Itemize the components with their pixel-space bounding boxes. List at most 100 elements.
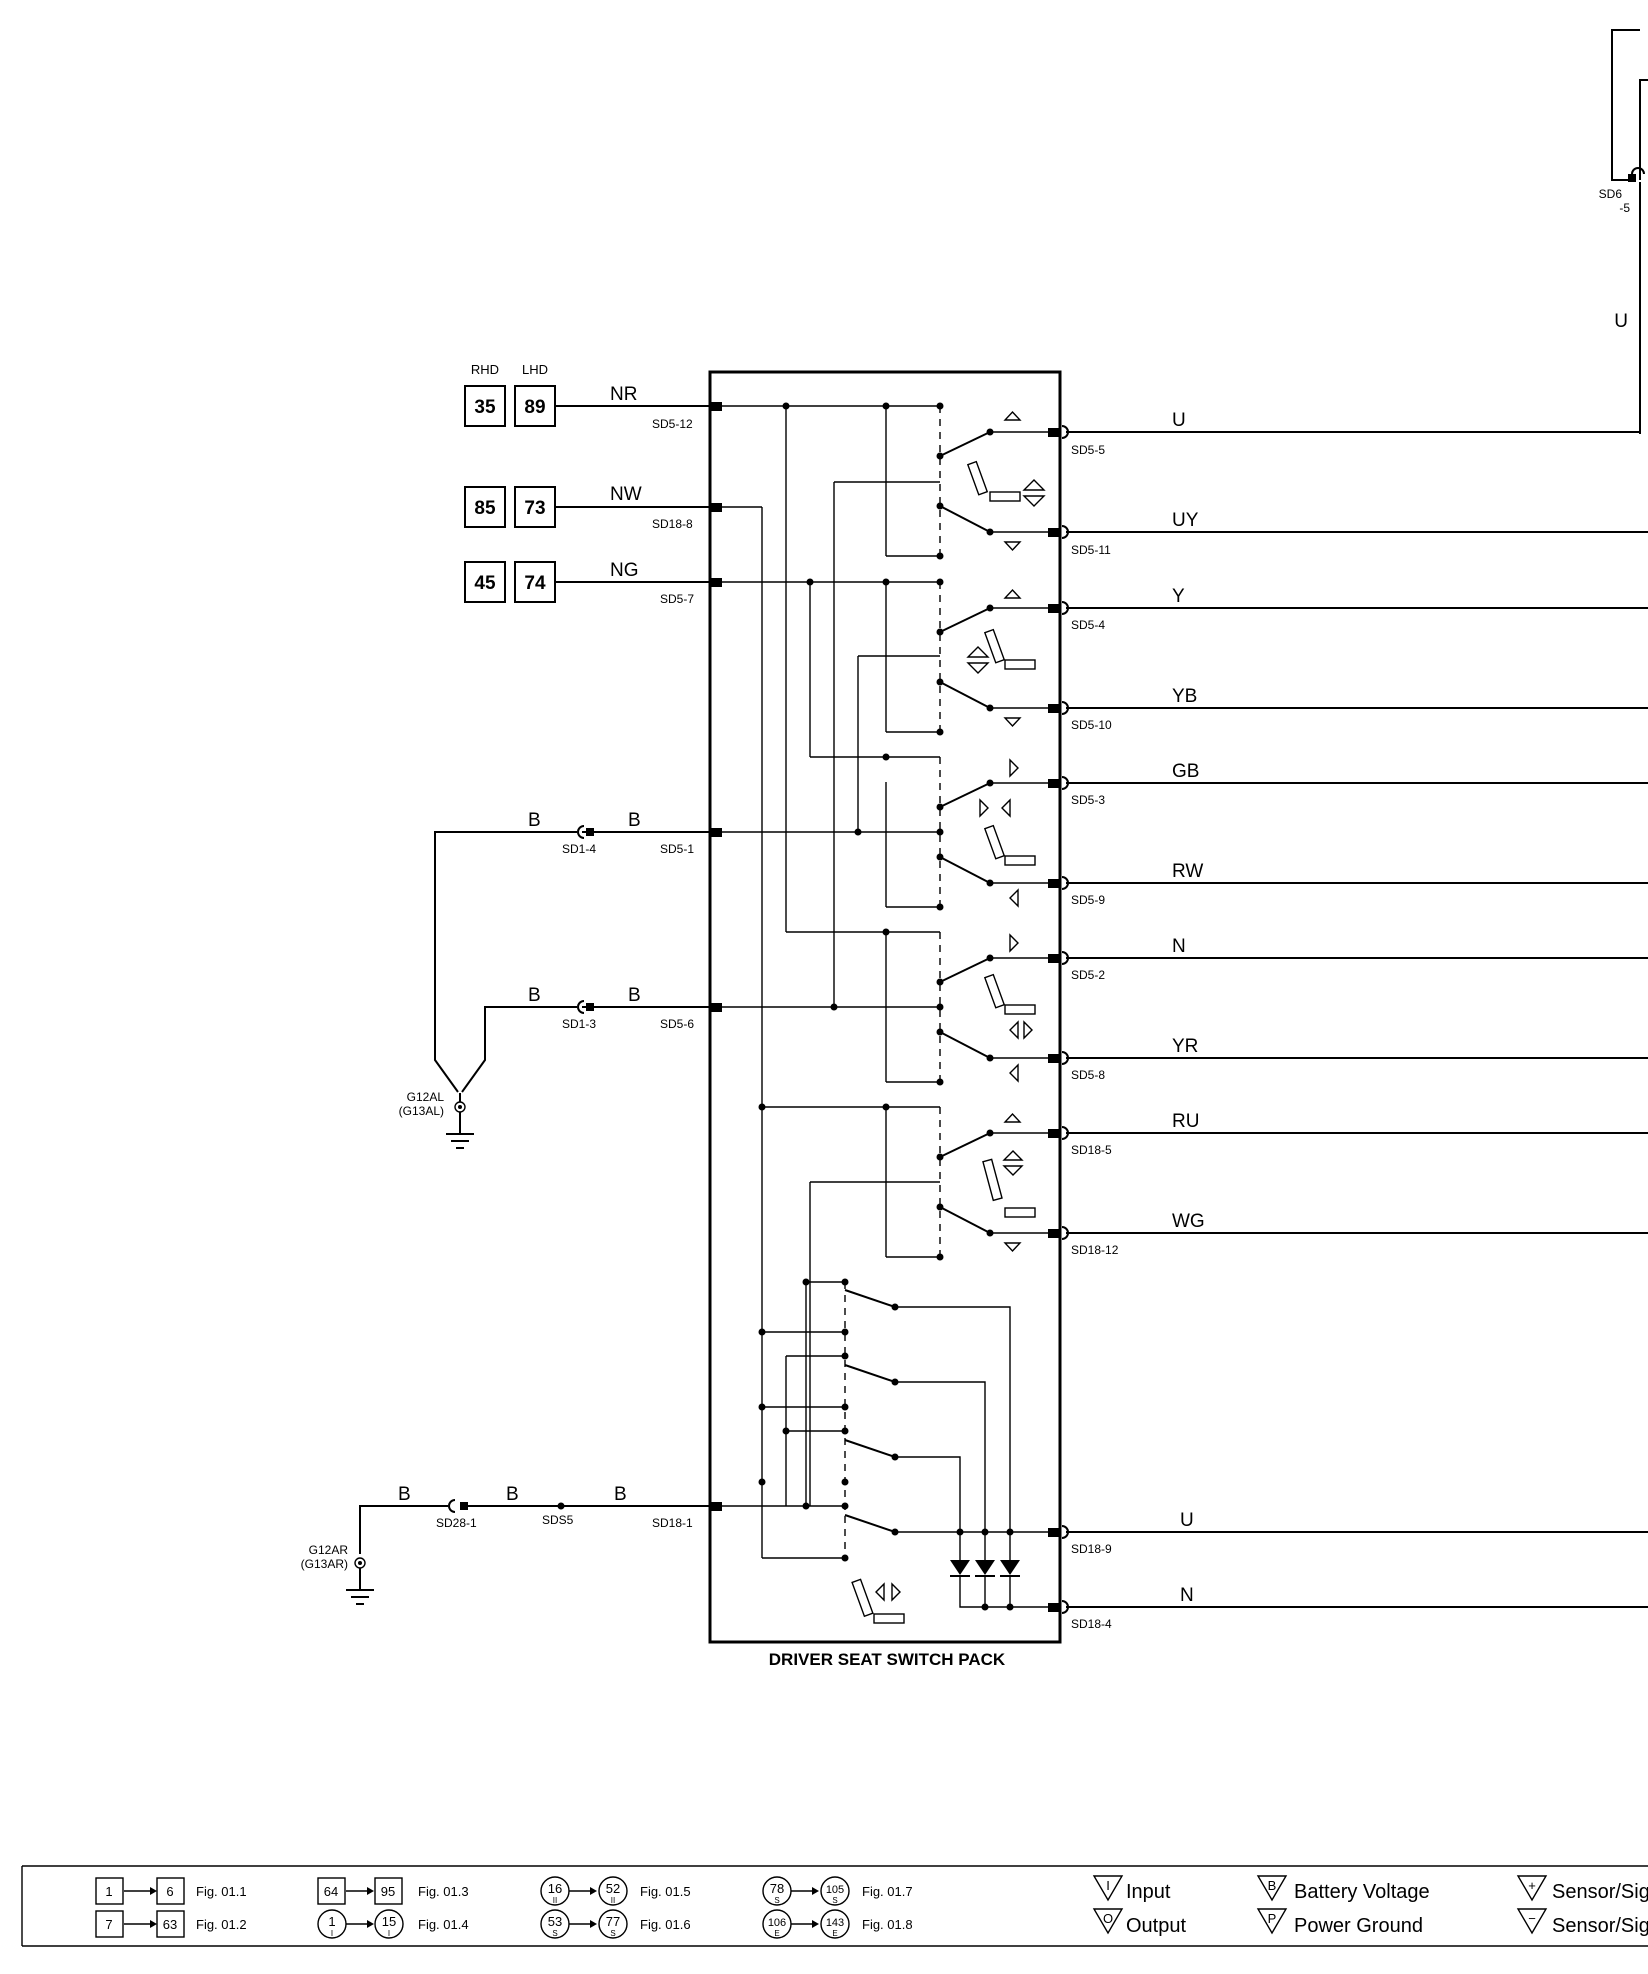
- ground-label: G12AL: [407, 1090, 445, 1104]
- legend-fig: Fig. 01.5: [640, 1884, 691, 1899]
- switch-section: [936, 932, 1060, 1086]
- legend-fig: Fig. 01.7: [862, 1884, 913, 1899]
- legend-key-label: Input: [1126, 1881, 1171, 1903]
- output-wire: WG SD18-12: [1061, 1211, 1648, 1257]
- legend-from: 1: [328, 1914, 335, 1929]
- rhd-label: RHD: [471, 362, 499, 377]
- connector-label: SD5-3: [1071, 793, 1105, 807]
- wire-color-label: B: [506, 1484, 519, 1505]
- legend-fig-ref: 16 52 II II Fig. 01.5: [540, 1876, 691, 1906]
- output-wire: GB SD5-3: [1061, 761, 1648, 807]
- legend-sub: S: [610, 1929, 615, 1938]
- legend-key-symbol: O: [1103, 1911, 1113, 1926]
- sensor-signal-plus-icon: [1516, 1875, 1548, 1902]
- ground-label: (G13AL): [399, 1104, 444, 1118]
- switch-pack: DRIVER SEAT SWITCH PACK: [708, 370, 1062, 1669]
- legend-sub: E: [774, 1929, 779, 1938]
- legend-sub: I: [388, 1929, 390, 1938]
- legend-fig-ref: 106 143 E E Fig. 01.8: [762, 1909, 913, 1939]
- fig-box-number[interactable]: 74: [524, 573, 546, 594]
- legend-key-label: Battery Voltage: [1294, 1881, 1430, 1903]
- legend: 1 6 Fig. 01.1 7 63 Fig. 01.2 64 95 Fig. …: [21, 1865, 1648, 1947]
- legend-key-label: Power Ground: [1294, 1915, 1423, 1937]
- wire-color-label: B: [398, 1484, 411, 1505]
- legend-sub: S: [552, 1929, 557, 1938]
- connector-label: SD18-1: [652, 1516, 693, 1530]
- legend-sub: E: [832, 1929, 837, 1938]
- legend-to: 105: [826, 1884, 844, 1896]
- output-wire: UY SD5-11: [1061, 510, 1648, 557]
- wire-color-label: B: [628, 810, 641, 831]
- seat-icon: [982, 1112, 1036, 1253]
- legend-key-symbol: I: [1106, 1878, 1110, 1893]
- connector-label: SD5-7: [660, 592, 694, 606]
- output-wire: YR SD5-8: [1061, 1036, 1648, 1082]
- legend-sub: II: [611, 1896, 615, 1905]
- ground-label: G12AR: [309, 1543, 349, 1557]
- legend-sub: I: [331, 1929, 333, 1938]
- connector-label: SD5-12: [652, 417, 693, 431]
- wire-color-label: Y: [1172, 586, 1185, 607]
- connector-label: SD5-9: [1071, 893, 1105, 907]
- fig-box-number[interactable]: 73: [524, 498, 545, 519]
- legend-fig-ref: 7 63 Fig. 01.2: [95, 1910, 247, 1938]
- legend-key: O Output: [1092, 1908, 1186, 1937]
- wire-color-label: GB: [1172, 761, 1199, 782]
- legend-fig-ref: 64 95 Fig. 01.3: [317, 1877, 469, 1905]
- legend-to: 63: [163, 1917, 177, 1932]
- ground-label: (G13AR): [301, 1557, 348, 1571]
- wire-color-label: B: [528, 985, 541, 1006]
- seat-pictograms: [851, 410, 1046, 1624]
- input-icon: [1092, 1875, 1124, 1902]
- legend-key-symbol: B: [1268, 1878, 1277, 1893]
- wire-color-label: UY: [1172, 510, 1199, 531]
- legend-key-label: Sensor/Sig: [1552, 1915, 1648, 1937]
- top-connector-pin: -5: [1619, 201, 1630, 215]
- fig-box-row: 85 73: [464, 486, 556, 528]
- seat-icon: [979, 758, 1036, 908]
- output-wire: YB SD5-10: [1061, 686, 1648, 732]
- connector-label: SD1-3: [562, 1017, 596, 1031]
- legend-fig: Fig. 01.6: [640, 1917, 691, 1932]
- wire-color-label: N: [1172, 936, 1186, 957]
- legend-to: 77: [606, 1914, 620, 1929]
- legend-key-label: Output: [1126, 1915, 1186, 1937]
- fig-box-number[interactable]: 45: [474, 573, 496, 594]
- switch-section: [936, 406, 1060, 560]
- legend-key-symbol: P: [1268, 1911, 1277, 1926]
- legend-from: 106: [768, 1917, 786, 1929]
- fig-box-number[interactable]: 85: [474, 498, 496, 519]
- wire-color-label: WG: [1172, 1211, 1205, 1232]
- legend-fig-ref: 53 77 S S Fig. 01.6: [540, 1909, 691, 1939]
- legend-key: − Sensor/Sig: [1516, 1908, 1648, 1937]
- connector-label: SD5-5: [1071, 443, 1105, 457]
- wire-color-label: B: [628, 985, 641, 1006]
- top-wire-color: U: [1614, 311, 1628, 332]
- connector-label: SD5-6: [660, 1017, 694, 1031]
- legend-key-symbol: +: [1528, 1878, 1536, 1893]
- wire-color-label: NR: [610, 384, 637, 405]
- legend-from: 78: [770, 1881, 784, 1896]
- fig-box-number[interactable]: 35: [474, 397, 496, 418]
- fig-box-number[interactable]: 89: [524, 397, 545, 418]
- connector-label: SD5-4: [1071, 618, 1105, 632]
- battery-voltage-icon: [1256, 1875, 1288, 1902]
- wire-color-label: N: [1180, 1585, 1194, 1606]
- legend-sub: S: [832, 1896, 837, 1905]
- legend-to: 6: [166, 1884, 173, 1899]
- connector-label: SD18-8: [652, 517, 693, 531]
- connector-label: SD5-11: [1071, 543, 1111, 557]
- connector-label: SD18-9: [1071, 1542, 1112, 1556]
- connector-label: SD18-4: [1071, 1617, 1112, 1631]
- legend-sub: S: [774, 1896, 779, 1905]
- output-wire: Y SD5-4: [1061, 586, 1648, 632]
- switch-pack-title: DRIVER SEAT SWITCH PACK: [769, 1650, 1006, 1669]
- legend-fig: Fig. 01.2: [196, 1917, 247, 1932]
- legend-to: 52: [606, 1881, 620, 1896]
- legend-fig-ref: 1 6 Fig. 01.1: [95, 1877, 247, 1905]
- wire-color-label: YR: [1172, 1036, 1198, 1057]
- legend-fig: Fig. 01.3: [418, 1884, 469, 1899]
- legend-key-symbol: −: [1528, 1911, 1536, 1926]
- seat-icon: [983, 933, 1036, 1083]
